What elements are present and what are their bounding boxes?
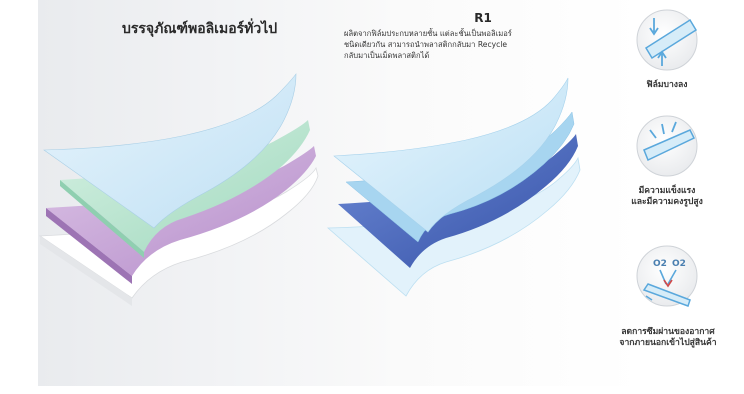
generic-packaging-layers xyxy=(38,73,319,306)
feature-thin-film-label: ฟิล์มบางลง xyxy=(622,80,712,91)
bottom-border xyxy=(0,386,744,394)
r1-description-line: กลับมาเป็นเม็ดพลาสติกได้ xyxy=(344,51,430,60)
oxygen-barrier-icon: O2 O2 xyxy=(636,245,698,307)
strength-icon xyxy=(636,115,698,177)
r1-description: ผลิตจากฟิล์มประกบหลายชั้น แต่ละชั้นเป็นพ… xyxy=(344,28,594,61)
r1-title: R1 xyxy=(474,11,492,25)
r1-layer-top xyxy=(333,77,569,233)
thin-film-icon xyxy=(636,9,698,71)
feature-label-line: และมีความคงรูปสูง xyxy=(631,197,703,207)
feature-label-line: ลดการซึมผ่านของอากาศ xyxy=(621,327,715,337)
feature-label-line: มีความแข็งแรง xyxy=(638,186,696,196)
feature-label-line: จากภายนอกเข้าไปสู่สินค้า xyxy=(619,338,717,348)
layer-light-blue-top xyxy=(43,73,297,229)
r1-description-line: ผลิตจากฟิล์มประกบหลายชั้น แต่ละชั้นเป็นพ… xyxy=(344,29,512,38)
feature-strength-label: มีความแข็งแรง และมีความคงรูปสูง xyxy=(618,186,716,208)
generic-packaging-title: บรรจุภัณฑ์พอลิเมอร์ทั่วไป xyxy=(122,21,278,37)
r1-description-line: ชนิดเดียวกัน สามารถนำพลาสติกกลับมา Recyc… xyxy=(344,40,508,49)
r1-packaging-layers xyxy=(326,77,581,297)
feature-label-line: ฟิล์มบางลง xyxy=(646,80,688,90)
o2-right-label: O2 xyxy=(672,259,686,269)
o2-left-label: O2 xyxy=(653,259,667,269)
feature-oxygen-label: ลดการซึมผ่านของอากาศ จากภายนอกเข้าไปสู่ส… xyxy=(612,327,724,349)
